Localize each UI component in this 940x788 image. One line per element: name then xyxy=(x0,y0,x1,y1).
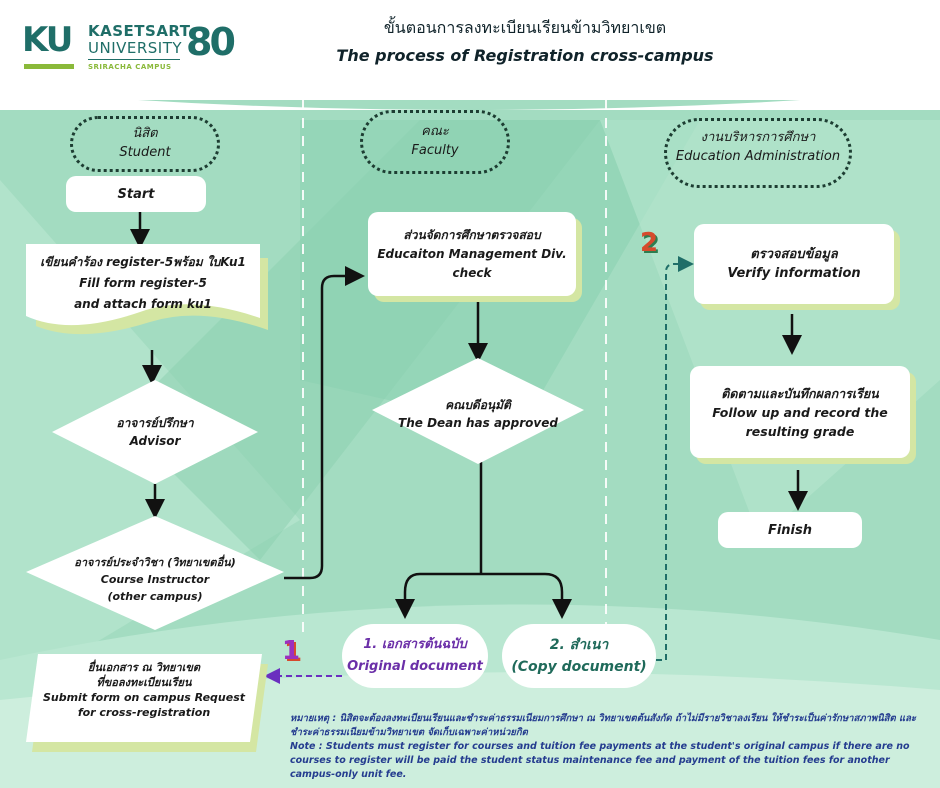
follow-th: ติดตามและบันทึกผลการเรียน xyxy=(721,385,879,401)
instructor-en2: (other campus) xyxy=(107,590,203,603)
dean-en: The Dean has approved xyxy=(398,416,558,430)
footnote-th: หมายเหตุ : นิสิตจะต้องลงทะเบียนเรียนและช… xyxy=(290,713,916,738)
verify-step: ตรวจสอบข้อมูล Verify information xyxy=(694,224,894,304)
instructor-th: อาจารย์ประจำวิชา (วิทยาเขตอื่น) xyxy=(74,556,236,569)
instructor-diamond xyxy=(26,516,284,630)
logo-accent-bar xyxy=(24,64,74,69)
submit-en2: for cross-registration xyxy=(77,706,211,719)
start-node: Start xyxy=(66,176,206,212)
verify-th: ตรวจสอบข้อมูล xyxy=(750,247,838,262)
fill-form-th: เขียนคำร้อง register-5พร้อม ใบKu1 xyxy=(40,255,246,269)
finish-label: Finish xyxy=(767,522,813,538)
original-th: 1. เอกสารต้นฉบับ xyxy=(363,637,467,652)
logo-university-line2: UNIVERSITY xyxy=(88,39,183,57)
advisor-th: อาจารย์ปรึกษา xyxy=(116,416,194,430)
ku-logo: KU xyxy=(22,20,73,60)
footnote-en: Note : Students must register for course… xyxy=(290,741,910,780)
lane-student-en: Student xyxy=(119,145,171,160)
check-en1: Educaiton Management Div. xyxy=(377,246,567,261)
finish-node: Finish xyxy=(718,512,862,548)
fill-form-en2: and attach form ku1 xyxy=(74,297,212,311)
submit-shape xyxy=(26,654,262,742)
lane-education-en: Education Administration xyxy=(675,149,841,164)
dean-diamond xyxy=(372,358,584,464)
arrow-split-original xyxy=(395,572,481,619)
dean-step: คณบดีอนุมัติ The Dean has approved xyxy=(392,396,564,432)
submit-th2: ที่ขอลงทะเบียนเรียน xyxy=(96,676,192,689)
marker-one: 1 xyxy=(282,636,301,666)
original-en: Original document xyxy=(347,659,483,674)
arrow-split-copy xyxy=(481,572,572,619)
check-step: ส่วนจัดการศึกษาตรวจสอบ Educaiton Managem… xyxy=(368,212,576,296)
lane-education: งานบริหารการศึกษา Education Administrati… xyxy=(664,118,852,188)
arrow-instructor-check xyxy=(284,266,365,580)
logo-divider xyxy=(88,59,180,60)
original-document-node: 1. เอกสารต้นฉบับ Original document xyxy=(342,624,488,688)
lane-student-th: นิสิต xyxy=(132,126,158,141)
marker-two: 2 xyxy=(640,228,659,258)
lane-education-th: งานบริหารการศึกษา xyxy=(700,130,816,145)
check-en2: check xyxy=(452,265,492,280)
anniversary-80-logo: 80 xyxy=(186,20,236,64)
lane-faculty-th: คณะ xyxy=(421,124,449,139)
lane-student: นิสิต Student xyxy=(70,116,220,172)
follow-step: ติดตามและบันทึกผลการเรียน Follow up and … xyxy=(690,366,910,458)
page-title-th: ขั้นตอนการลงทะเบียนเรียนข้ามวิทยาเขต xyxy=(383,18,667,37)
instructor-en1: Course Instructor xyxy=(100,573,210,586)
lane-faculty-en: Faculty xyxy=(411,143,459,158)
page-title-en: The process of Registration cross-campus xyxy=(336,46,714,65)
copy-th: 2. สำเนา xyxy=(549,637,609,653)
advisor-diamond xyxy=(52,380,258,484)
submit-step: ยื่นเอกสาร ณ วิทยาเขต ที่ขอลงทะเบียนเรีย… xyxy=(34,660,254,720)
submit-th1: ยื่นเอกสาร ณ วิทยาเขต xyxy=(87,661,201,674)
follow-en2: resulting grade xyxy=(745,423,855,439)
submit-en1: Submit form on campus Request xyxy=(42,691,246,704)
check-th: ส่วนจัดการศึกษาตรวจสอบ xyxy=(403,227,541,242)
logo-campus: SRIRACHA CAMPUS xyxy=(88,63,172,71)
follow-en1: Follow up and record the xyxy=(712,404,888,420)
copy-en: (Copy document) xyxy=(511,659,647,675)
verify-en: Verify information xyxy=(727,266,861,281)
arrow-copy-verify xyxy=(656,256,694,661)
fill-form-step: เขียนคำร้อง register-5พร้อม ใบKu1 Fill f… xyxy=(26,252,260,315)
logo-panel: KU KASETSART UNIVERSITY SRIRACHA CAMPUS … xyxy=(10,6,272,82)
fill-form-document-shape xyxy=(26,244,260,326)
footnote: หมายเหตุ : นิสิตจะต้องลงทะเบียนเรียนและช… xyxy=(290,712,930,782)
advisor-step: อาจารย์ปรึกษา Advisor xyxy=(60,414,250,450)
fill-form-en1: Fill form register-5 xyxy=(79,276,207,290)
dean-th: คณบดีอนุมัติ xyxy=(445,398,511,412)
advisor-en: Advisor xyxy=(129,434,181,448)
logo-university-line1: KASETSART xyxy=(88,22,191,40)
copy-document-node: 2. สำเนา (Copy document) xyxy=(502,624,656,688)
instructor-step: อาจารย์ประจำวิชา (วิทยาเขตอื่น) Course I… xyxy=(44,554,266,605)
start-label: Start xyxy=(117,186,155,202)
lane-faculty: คณะ Faculty xyxy=(360,110,510,174)
